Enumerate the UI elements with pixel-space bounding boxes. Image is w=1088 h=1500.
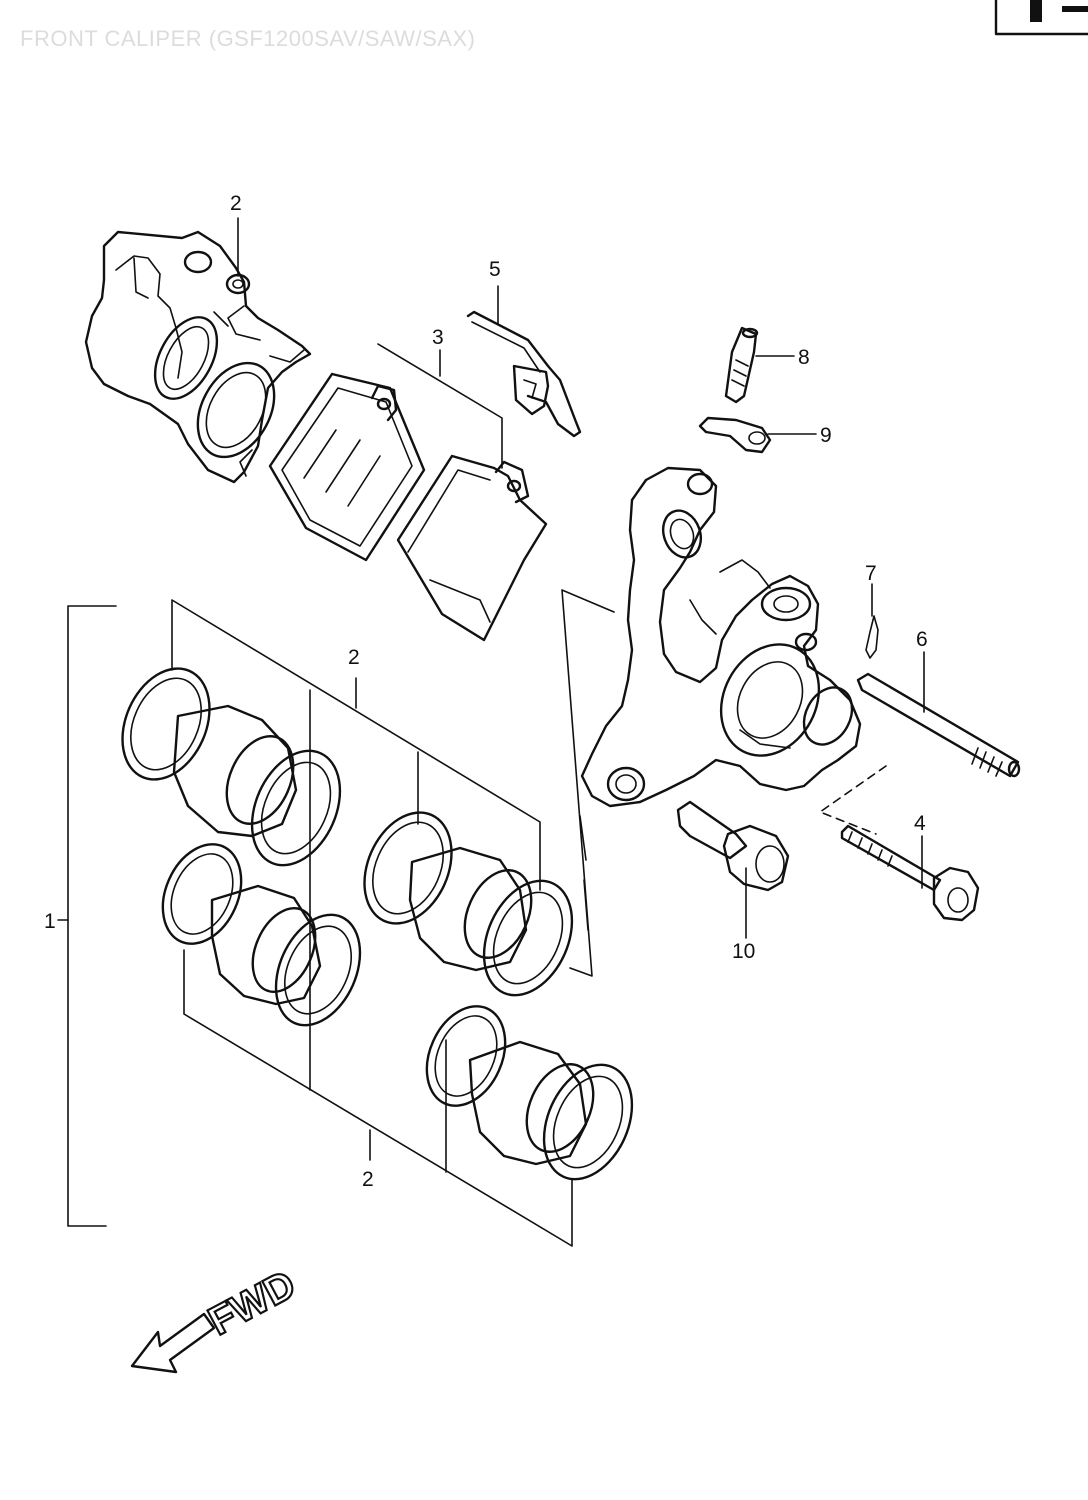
bleeder-cap (698, 416, 772, 454)
bleeder-screw (724, 326, 759, 404)
pad-spring (466, 310, 582, 438)
caliper-inner-half (580, 466, 862, 808)
callout-2-mid: 2 (348, 646, 360, 669)
piston-seal-set (121, 667, 634, 1181)
diagram-title: FRONT CALIPER (GSF1200SAV/SAW/SAX) (20, 26, 476, 51)
callout-numbers: 2 5 3 8 9 7 6 2 4 1 10 2 (44, 192, 928, 1191)
pin-clip (865, 615, 879, 659)
callout-7: 7 (865, 562, 877, 585)
mounting-bolt (676, 800, 790, 892)
callout-9: 9 (820, 424, 832, 447)
caliper-outer-half (84, 230, 312, 484)
page-index-box: F (994, 0, 1088, 36)
fwd-label: FWD (202, 1262, 303, 1344)
brake-pad-set (268, 372, 548, 642)
caliper-bolt (840, 824, 980, 922)
callout-3: 3 (432, 326, 444, 349)
callout-1: 1 (44, 910, 56, 933)
leader-lines (57, 217, 925, 1247)
callout-2-top: 2 (230, 192, 242, 215)
callout-4: 4 (914, 812, 926, 835)
callout-6: 6 (916, 628, 928, 651)
pad-pin (856, 672, 1021, 778)
callout-2-bottom: 2 (362, 1168, 374, 1191)
callout-10: 10 (732, 940, 755, 963)
callout-8: 8 (798, 346, 810, 369)
forward-direction-marker: FWD (130, 1261, 304, 1374)
fwd-arrow-icon (130, 1312, 216, 1374)
page-index-label: F (1070, 23, 1071, 25)
callout-5: 5 (489, 258, 501, 281)
